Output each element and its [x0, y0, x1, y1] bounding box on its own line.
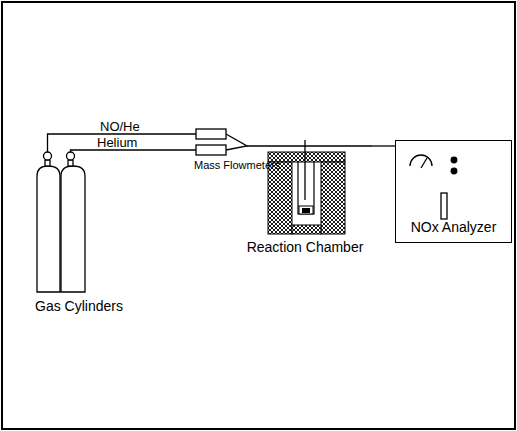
- mass-flowmeters: [196, 129, 226, 155]
- gas-cylinders: [37, 152, 85, 292]
- node-label: Reaction Chamber: [247, 240, 364, 254]
- part-label: NO/He: [100, 120, 140, 133]
- node-label: NOx Analyzer: [411, 220, 497, 234]
- part-label: Mass Flowmeters: [194, 160, 280, 171]
- part-label: Helium: [97, 136, 137, 149]
- analyzer-panel: [410, 155, 457, 219]
- furnace: [268, 140, 345, 234]
- analyzer-box: NOx Analyzer: [395, 140, 512, 243]
- gas-line: [372, 146, 395, 147]
- chamber-region: Reaction Chamber: [238, 132, 372, 262]
- part-label: Gas Cylinders: [35, 299, 123, 313]
